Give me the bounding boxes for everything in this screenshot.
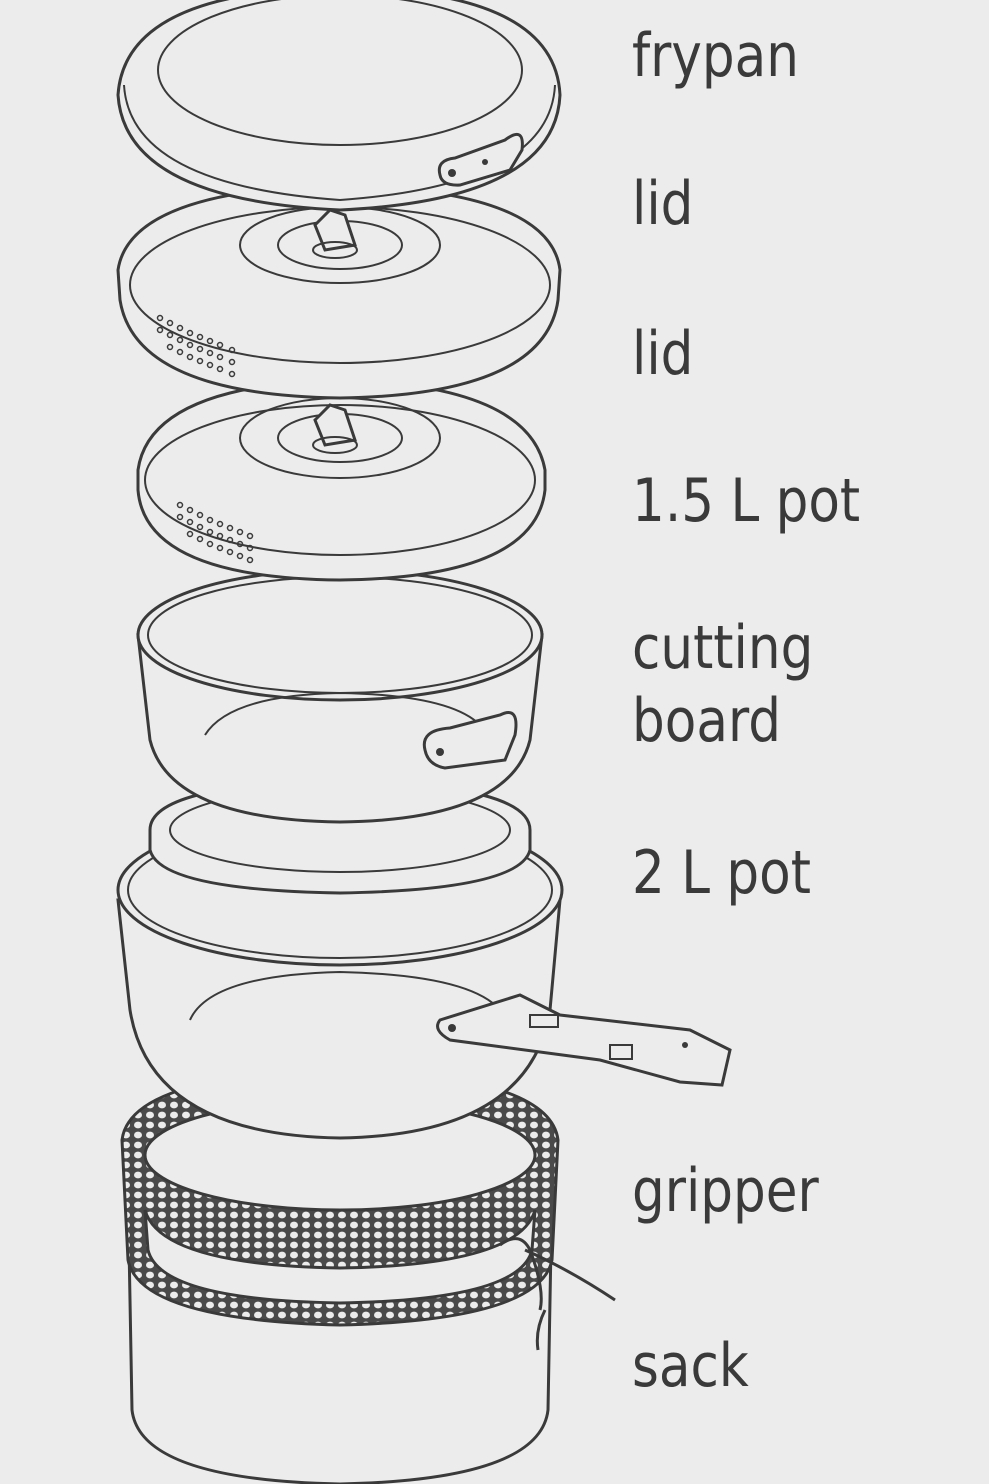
label-sack: sack [632, 1331, 749, 1401]
label-frypan: frypan [632, 21, 800, 91]
label-lid-2: lid [632, 319, 694, 389]
label-gripper: gripper [632, 1156, 819, 1226]
label-lid-1: lid [632, 169, 694, 239]
gripper-drawing [120, 1068, 616, 1351]
sack-drawing [126, 1189, 554, 1484]
label-cutting-board-line2: board [632, 686, 782, 756]
pot-1-5l-drawing [136, 568, 544, 824]
lid-2-drawing [136, 378, 547, 582]
label-pot-2l: 2 L pot [632, 838, 811, 908]
lid-1-drawing [116, 183, 562, 400]
label-cutting-board-line1: cutting [632, 613, 814, 683]
frypan-drawing [116, 0, 562, 212]
label-pot-1-5l: 1.5 L pot [632, 466, 861, 536]
